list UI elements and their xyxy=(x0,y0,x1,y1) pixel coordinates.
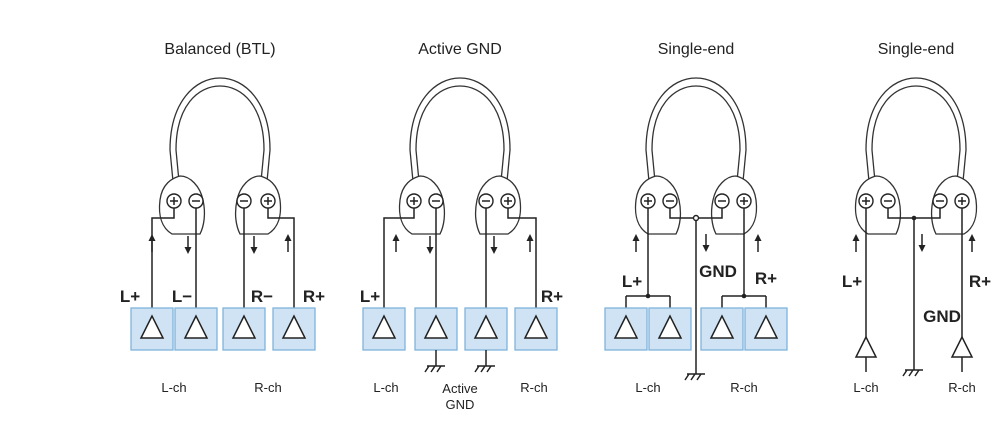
arrow-down-icon xyxy=(183,235,193,255)
headphone-icon xyxy=(634,77,758,235)
label-r-plus: R+ xyxy=(541,287,563,306)
arrow-down-icon xyxy=(249,235,259,255)
headphone-icon xyxy=(158,77,282,235)
arrow-up-icon xyxy=(147,233,157,253)
amplifier-icon xyxy=(648,307,692,351)
amplifier-icon xyxy=(604,307,648,351)
amplifier-icon xyxy=(744,307,788,351)
label-r-plus: R+ xyxy=(755,269,777,288)
terminal-plus-icon xyxy=(858,193,874,209)
terminal-minus-icon xyxy=(880,193,896,209)
amplifier-icon xyxy=(514,307,558,351)
wire-l-plus xyxy=(151,208,175,348)
terminal-plus-icon xyxy=(260,193,276,209)
arrow-up-icon xyxy=(631,233,641,253)
ground-icon xyxy=(474,365,496,373)
arrow-down-icon xyxy=(425,235,435,255)
terminal-plus-icon xyxy=(406,193,422,209)
terminal-plus-icon xyxy=(166,193,182,209)
arrow-up-icon xyxy=(967,233,977,253)
diagram-title: Balanced (BTL) xyxy=(164,41,275,58)
terminal-plus-icon xyxy=(640,193,656,209)
channel-label-right: R-ch xyxy=(254,380,281,395)
label-r-plus: R+ xyxy=(303,287,325,306)
terminal-minus-icon xyxy=(188,193,204,209)
channel-label-center: Active xyxy=(442,381,477,396)
label-gnd: GND xyxy=(923,307,961,326)
diagram-single-end-paired: Single-end L+ GND R+ L-ch R-ch xyxy=(604,41,788,395)
channel-label-left: L-ch xyxy=(161,380,186,395)
arrow-down-icon xyxy=(489,235,499,255)
channel-label-left: L-ch xyxy=(853,380,878,395)
amplifier-icon xyxy=(464,307,508,351)
label-l-plus: L+ xyxy=(622,272,642,291)
amplifier-icon xyxy=(855,336,877,358)
arrow-up-icon xyxy=(851,233,861,253)
diagram-title: Single-end xyxy=(658,41,735,58)
channel-label-right: R-ch xyxy=(948,380,975,395)
headphone-icon xyxy=(398,77,522,235)
diagram-balanced-btl: Balanced (BTL) L+ L− R− R+ L-ch R-ch xyxy=(120,41,325,395)
amplifier-icon xyxy=(272,307,316,351)
label-l-plus: L+ xyxy=(842,272,862,291)
channel-label-left: L-ch xyxy=(635,380,660,395)
amplifier-icon xyxy=(362,307,406,351)
label-l-minus: L− xyxy=(172,287,192,306)
diagram-title: Single-end xyxy=(878,41,955,58)
channel-label-center-2: GND xyxy=(446,397,475,412)
label-l-plus: L+ xyxy=(120,287,140,306)
arrow-down-icon xyxy=(917,233,927,253)
terminal-plus-icon xyxy=(500,193,516,209)
diagram-active-gnd: Active GND L+ R+ L-ch Active GND R-ch xyxy=(360,41,563,412)
terminal-plus-icon xyxy=(954,193,970,209)
diagram-title: Active GND xyxy=(418,41,502,58)
wire-r-plus xyxy=(267,208,295,348)
junction-dot xyxy=(692,214,700,222)
label-r-minus: R− xyxy=(251,287,273,306)
amplifier-icon xyxy=(700,307,744,351)
terminal-minus-icon xyxy=(932,193,948,209)
terminal-minus-icon xyxy=(714,193,730,209)
label-r-plus: R+ xyxy=(969,272,991,291)
diagram-single-end-simple: Single-end L+ GND R+ L-ch R-ch xyxy=(842,41,991,395)
terminal-minus-icon xyxy=(662,193,678,209)
wire-amp-out xyxy=(865,357,963,372)
wire-r-plus xyxy=(507,208,537,348)
wire-l-plus xyxy=(383,208,415,348)
ground-icon xyxy=(424,365,446,373)
headphone-icon xyxy=(854,77,978,235)
terminal-plus-icon xyxy=(736,193,752,209)
arrow-up-icon xyxy=(753,233,763,253)
amplifier-icon xyxy=(951,336,973,358)
channel-label-left: L-ch xyxy=(373,380,398,395)
amplifier-icon xyxy=(414,307,458,351)
terminal-minus-icon xyxy=(236,193,252,209)
channel-label-right: R-ch xyxy=(730,380,757,395)
junction-dot xyxy=(645,293,651,299)
terminal-minus-icon xyxy=(428,193,444,209)
label-gnd: GND xyxy=(699,262,737,281)
arrow-up-icon xyxy=(391,233,401,253)
arrow-up-icon xyxy=(283,233,293,253)
amplifier-icon xyxy=(130,307,174,351)
ground-icon xyxy=(902,369,924,377)
arrow-down-icon xyxy=(701,233,711,253)
label-l-plus: L+ xyxy=(360,287,380,306)
junction-dot xyxy=(741,293,747,299)
amplifier-icon xyxy=(222,307,266,351)
arrow-up-icon xyxy=(525,233,535,253)
ground-icon xyxy=(684,373,706,381)
amplifier-icon xyxy=(174,307,218,351)
terminal-minus-icon xyxy=(478,193,494,209)
channel-label-right: R-ch xyxy=(520,380,547,395)
junction-dot xyxy=(911,215,917,221)
